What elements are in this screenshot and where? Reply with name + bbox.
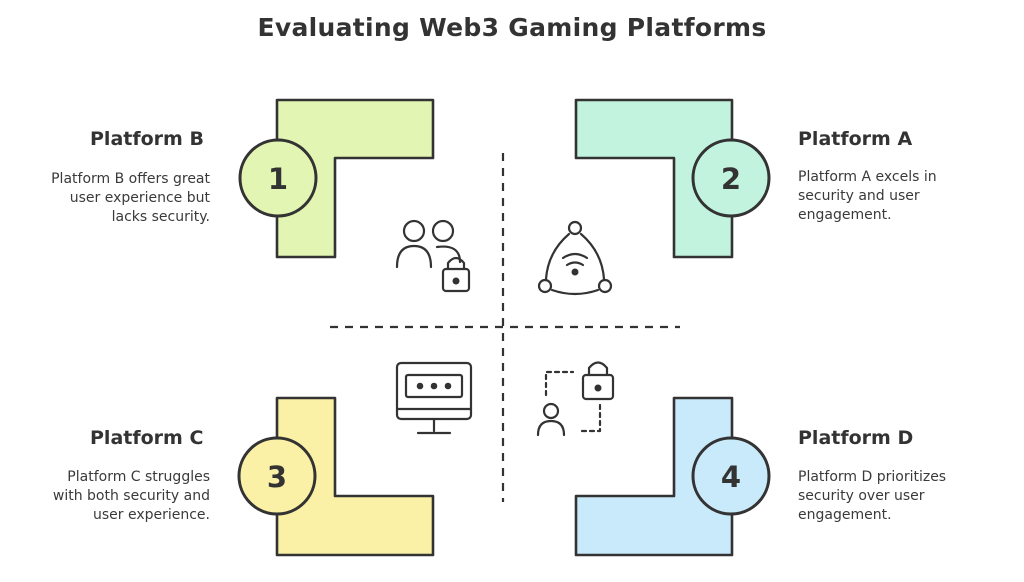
network-wifi-icon	[537, 220, 613, 296]
platform-a-title: Platform A	[798, 128, 913, 150]
platform-c-title: Platform C	[90, 427, 204, 449]
platform-d-desc-line: engagement.	[798, 507, 892, 523]
platform-c-desc-line: Platform C struggles	[67, 469, 210, 485]
user-lock-flow-icon	[536, 361, 615, 437]
platform-a-desc-line: security and user	[798, 188, 920, 204]
monitor-password-icon	[395, 361, 473, 435]
platform-c-number: 3	[267, 460, 287, 494]
platform-b-shape: 1	[238, 98, 435, 259]
users-with-lock-icon	[395, 219, 471, 293]
platform-b-desc-line: lacks security.	[111, 209, 210, 225]
platform-d-badge	[691, 436, 771, 516]
platform-d-title: Platform D	[798, 427, 914, 449]
platform-c-desc-line: with both security and	[52, 488, 210, 504]
platform-d-number: 4	[721, 460, 741, 494]
platform-a-description: Platform A excels in security and user e…	[798, 168, 937, 225]
platform-a-shape: 2	[574, 98, 771, 259]
diagram-title: Evaluating Web3 Gaming Platforms	[257, 13, 767, 42]
platform-d-shape: 4	[574, 396, 771, 557]
platform-a-badge	[691, 138, 771, 218]
platform-c-badge	[237, 436, 317, 516]
platform-d-desc-line: security over user	[798, 488, 925, 504]
platform-c-description: Platform C struggles with both security …	[53, 468, 210, 525]
platform-d-description: Platform D prioritizes security over use…	[798, 468, 946, 525]
platform-b-desc-line: user experience but	[69, 190, 210, 206]
platform-a-desc-line: engagement.	[798, 207, 892, 223]
platform-a-desc-line: Platform A excels in	[798, 169, 937, 185]
platform-b-badge	[238, 138, 318, 218]
platform-b-title: Platform B	[90, 128, 204, 150]
platform-a-number: 2	[721, 162, 741, 196]
platform-b-number: 1	[268, 162, 288, 196]
platform-c-shape: 3	[237, 396, 435, 557]
platform-d-desc-line: Platform D prioritizes	[798, 469, 947, 485]
platform-c-desc-line: user experience.	[92, 507, 210, 523]
platform-b-description: Platform B offers great user experience …	[51, 170, 210, 227]
platform-b-desc-line: Platform B offers great	[51, 171, 210, 187]
